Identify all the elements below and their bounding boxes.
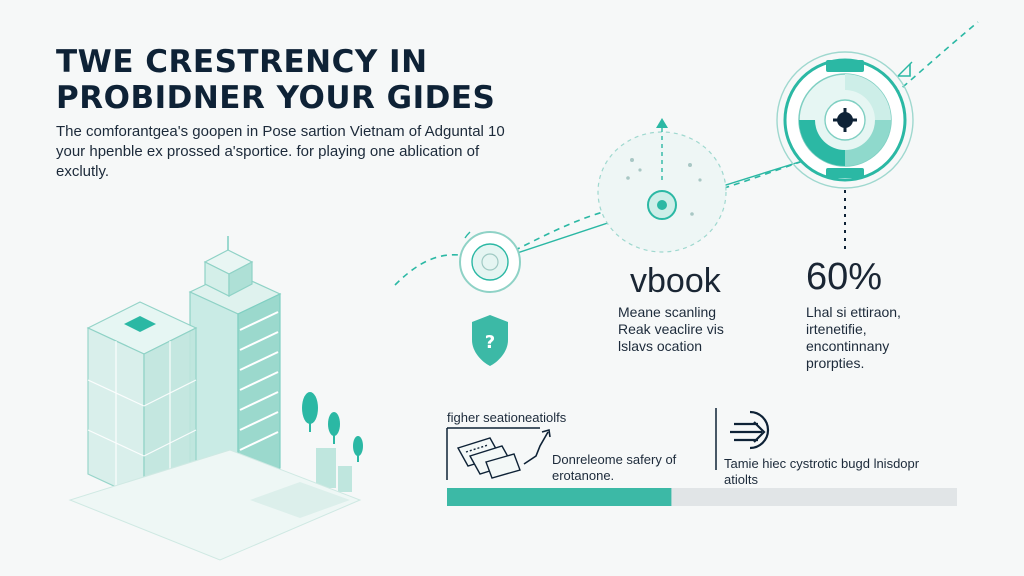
corner-arrow-icon (898, 64, 911, 77)
map-dots (626, 158, 702, 216)
progress-fill (447, 488, 672, 506)
stat-percent-line: encontinnany (806, 338, 890, 354)
card-right-text: Tamie hiec cystrotic bugd lnisdopr atiol… (724, 456, 919, 488)
stat-vbook-line: Meane scanling (618, 304, 717, 320)
stat-vbook-value: vbook (630, 262, 721, 300)
page-subtitle: The comforantgea's goopen in Pose sartio… (56, 123, 505, 180)
stat-percent-line: irtenetifie, (806, 321, 867, 337)
card-left-line: erotanone. (552, 468, 615, 483)
card-left-line: Donreleome safery of (552, 452, 677, 467)
trend-up-icon (523, 428, 551, 465)
stat-percent: 60% (806, 256, 882, 299)
card-right-line: Tamie hiec cystrotic bugd lnisdopr (724, 456, 920, 471)
up-arrow-head (656, 118, 668, 128)
stat-percent-line: prorpties. (806, 355, 865, 371)
stat-percent-desc: Lhal si ettiraon, irtenetifie, encontinn… (806, 304, 901, 372)
page-title: TWE CRESTRENCY IN PROBIDNER YOUR GIDES (56, 44, 576, 116)
shield-question-icon: ? (472, 315, 508, 366)
title-line-2: PROBIDNER YOUR GIDES (56, 80, 496, 116)
card-left-text: Donreleome safery of erotanone. (552, 452, 676, 484)
title-line-1: TWE CRESTRENCY IN (56, 44, 428, 80)
svg-text:?: ? (485, 332, 495, 353)
stat-vbook-line: Reak veaclire vis (618, 321, 724, 337)
stat-vbook-desc: Meane scanling Reak veaclire vis lslavs … (618, 304, 724, 355)
section-label: figher seationeatiolfs (447, 410, 567, 425)
gear-icon[interactable] (776, 51, 914, 189)
card-right-line: atiolts (724, 472, 758, 487)
arrow-login-icon[interactable] (730, 410, 770, 450)
building-illustration (68, 236, 363, 561)
stat-vbook: vbook (630, 262, 721, 301)
stat-vbook-line: lslavs ocation (618, 338, 703, 354)
stat-percent-line: Lhal si ettiraon, (806, 304, 901, 320)
money-bills-icon (456, 437, 521, 479)
stat-percent-value: 60% (806, 256, 883, 298)
